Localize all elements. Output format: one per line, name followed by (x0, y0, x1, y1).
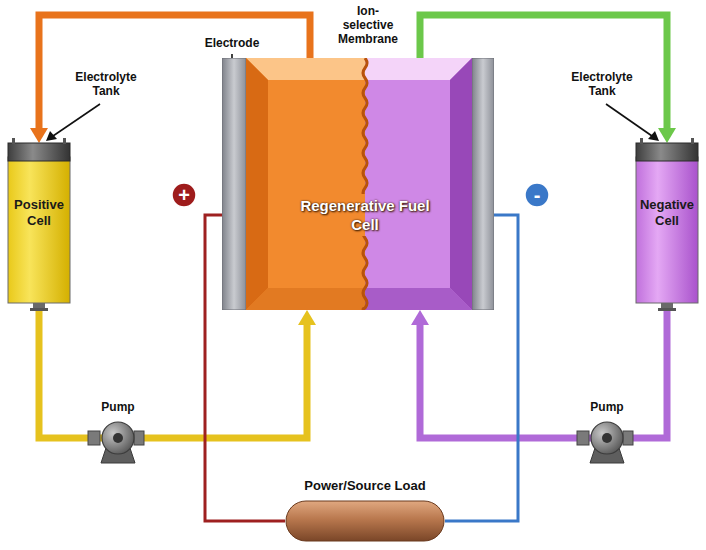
electrolyte-pipe (411, 303, 667, 438)
pump-body (591, 422, 623, 454)
chamber-bevel (246, 58, 268, 310)
tank-body (8, 157, 70, 303)
arrowhead (658, 128, 676, 143)
tank-flange (658, 308, 676, 311)
positive-terminal-symbol (172, 183, 196, 207)
text-wrap: Power/Source Load (285, 476, 445, 494)
pump-label: Pump (582, 400, 632, 414)
fuel-cell-node: Regenerative Fuel Cell (222, 58, 494, 310)
pump-body (102, 422, 134, 454)
fuel-cell-body (222, 58, 494, 310)
arrowhead (30, 128, 48, 143)
load-label: Power/Source Load (304, 478, 425, 494)
chamber-face (268, 80, 365, 288)
tank-cap-handle (691, 138, 694, 144)
tank-node: Negative Cell (636, 143, 698, 303)
text-wrap: Positive Cell (8, 197, 70, 229)
capsule-body (286, 501, 444, 541)
tank-callout-arrow (606, 104, 659, 141)
tank-callout-arrow (46, 104, 100, 141)
tank-cap (8, 143, 70, 161)
tank-body (636, 157, 698, 303)
callout-label: Electrolyte Tank (66, 70, 146, 98)
ion-selective-membrane (363, 58, 367, 310)
pump-hub (602, 433, 612, 443)
polarity-sign: + (172, 183, 196, 207)
chamber-bevel (450, 58, 472, 310)
pump-flange (577, 431, 589, 445)
chamber-face (365, 80, 450, 288)
leader-arrowhead (46, 131, 57, 141)
tank-cap-handle (12, 138, 15, 144)
pump-group (88, 422, 633, 463)
electrolyte-pipe-line (420, 303, 667, 438)
leader-line (53, 104, 100, 136)
pump-icon (88, 422, 144, 463)
pump-flange (134, 431, 144, 445)
pump-flange (88, 431, 100, 445)
tank-label: Positive Cell (10, 197, 68, 229)
callout-label: Ion-selective Membrane (332, 4, 404, 46)
chamber-bevel (365, 288, 472, 310)
polarity-sign: - (525, 183, 549, 207)
pump-label: Pump (93, 400, 143, 414)
cell-label: Regenerative Fuel Cell (296, 194, 434, 236)
load-node: Power/Source Load (285, 476, 445, 542)
tank-node: Positive Cell (8, 143, 70, 303)
pump-flange (623, 431, 633, 445)
tank-cap-handle (640, 138, 643, 144)
power-load-capsule (285, 500, 445, 542)
pump-icon (577, 422, 633, 463)
callout-label: Electrode (196, 36, 268, 50)
tank-flange (30, 308, 48, 311)
text-wrap: Regenerative Fuel Cell (236, 194, 494, 236)
text-wrap: Negative Cell (636, 197, 698, 229)
leader-line (606, 104, 652, 136)
tank-cap (636, 143, 698, 161)
negative-terminal-symbol (525, 183, 549, 207)
electrolyte-pipe-line (39, 303, 307, 438)
positive-chamber (246, 58, 365, 310)
electrolyte-pipe (39, 303, 316, 438)
tank-label: Negative Cell (638, 197, 696, 229)
arrowhead (411, 310, 429, 325)
chamber-bevel (246, 288, 365, 310)
pump-hub (113, 433, 123, 443)
tank-cap-handle (63, 138, 66, 144)
electrode-plate (222, 58, 246, 310)
leader-arrowhead (648, 131, 659, 141)
negative-chamber (365, 58, 472, 310)
arrowhead (298, 310, 316, 325)
callout-label: Electrolyte Tank (562, 70, 642, 98)
electrode-plate (472, 58, 494, 310)
